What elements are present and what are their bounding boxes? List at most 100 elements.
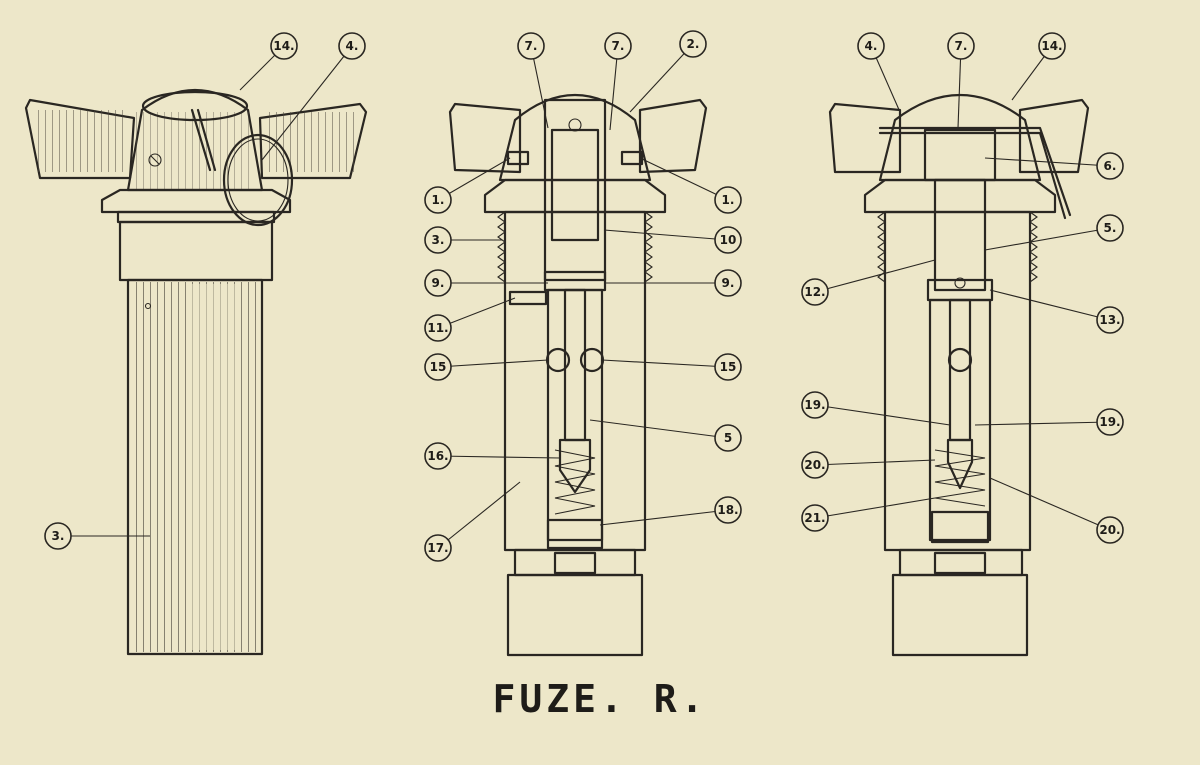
callout-label: 18.	[717, 503, 738, 517]
leader-line	[639, 157, 729, 201]
callout-circle	[424, 534, 452, 562]
callout-label: 5.	[1104, 221, 1117, 235]
callout-label: 6.	[1104, 159, 1117, 173]
callout-label: 15	[430, 360, 447, 374]
left-vane	[24, 98, 136, 180]
callout-label: 16.	[427, 449, 448, 463]
right-vane	[258, 102, 368, 180]
callout-circle	[1096, 306, 1124, 334]
callout-marker: 3.	[424, 226, 452, 254]
leader-line	[530, 45, 549, 129]
callout-circle	[424, 314, 452, 342]
leader-line	[601, 359, 729, 368]
callout-circle	[1096, 214, 1124, 242]
callout-circle	[714, 226, 742, 254]
callout-marker: 2.	[679, 30, 707, 58]
callout-marker: 4.	[857, 32, 885, 60]
callout-label: 14.	[273, 39, 294, 53]
callout-circle	[517, 32, 545, 60]
callout-label: 20.	[804, 458, 825, 472]
leader-line	[437, 455, 561, 459]
callout-circle	[424, 269, 452, 297]
callout-circle	[857, 32, 885, 60]
diagram-title: FUZE. R.	[492, 677, 707, 721]
callout-marker: 9.	[714, 269, 742, 297]
callout-marker: 4.	[338, 32, 366, 60]
callout-marker: 7.	[604, 32, 632, 60]
callout-marker: 21.	[801, 504, 829, 532]
section-view-unarmed	[448, 94, 708, 657]
callouts: 14. 4. 3. 7. 7. 2. 1. 1. 3. 10 9. 9. 11. 15 15 5 16. 18. 1…	[44, 30, 1124, 562]
callout-marker: 7.	[517, 32, 545, 60]
callout-label: 7.	[612, 39, 625, 53]
callout-label: 14.	[1041, 39, 1062, 53]
leader-line	[989, 289, 1111, 321]
callout-label: 17.	[427, 541, 448, 555]
leader-line	[814, 459, 936, 466]
callout-circle	[679, 30, 707, 58]
callout-label: 7.	[525, 39, 538, 53]
leader-line	[589, 419, 729, 439]
callout-circle	[801, 278, 829, 306]
leader-line	[437, 481, 521, 549]
callout-label: 5	[724, 431, 732, 445]
callout-label: 19.	[804, 398, 825, 412]
callout-circle	[270, 32, 298, 60]
callout-circle	[714, 353, 742, 381]
leader-line	[609, 45, 619, 131]
callout-marker: 1.	[424, 186, 452, 214]
callout-label: 9.	[432, 276, 445, 290]
callout-label: 13.	[1099, 313, 1120, 327]
safety-ring	[222, 133, 294, 227]
callout-label: 1.	[722, 193, 735, 207]
callout-marker: 19.	[1096, 408, 1124, 436]
callout-label: 11.	[427, 321, 448, 335]
callout-circle	[714, 269, 742, 297]
callout-circle	[424, 226, 452, 254]
leader-line	[437, 359, 549, 368]
callout-circle	[44, 522, 72, 550]
callout-marker: 7.	[947, 32, 975, 60]
callout-marker: 18.	[714, 496, 742, 524]
leader-line	[261, 45, 353, 161]
callout-circle	[947, 32, 975, 60]
leader-line	[984, 157, 1111, 167]
callout-label: 12.	[804, 285, 825, 299]
callout-label: 15	[720, 360, 737, 374]
callout-label: 4.	[346, 39, 359, 53]
callout-marker: 13.	[1096, 306, 1124, 334]
callout-marker: 9.	[424, 269, 452, 297]
callout-label: 9.	[722, 276, 735, 290]
callout-circle	[1096, 152, 1124, 180]
callout-circle	[714, 424, 742, 452]
exterior-view	[24, 88, 368, 656]
leader-line	[974, 421, 1111, 426]
callout-circle	[714, 496, 742, 524]
callout-circle	[714, 186, 742, 214]
callout-label: 7.	[955, 39, 968, 53]
callout-marker: 15	[714, 353, 742, 381]
callout-circle	[1096, 516, 1124, 544]
callout-marker: 5.	[1096, 214, 1124, 242]
callout-label: 3.	[52, 529, 65, 543]
leader-line	[989, 477, 1111, 531]
callout-circle	[801, 451, 829, 479]
callout-circle	[801, 391, 829, 419]
leader-line	[629, 43, 694, 113]
callout-marker: 5	[714, 424, 742, 452]
callout-circle	[424, 186, 452, 214]
callout-label: 3.	[432, 233, 445, 247]
callout-marker: 10	[714, 226, 742, 254]
callout-marker: 1.	[714, 186, 742, 214]
section-view-armed	[828, 94, 1090, 657]
leader-line	[603, 229, 729, 241]
leader-lines	[58, 43, 1111, 549]
callout-marker: 17.	[424, 534, 452, 562]
leader-line	[814, 404, 951, 426]
callout-label: 19.	[1099, 415, 1120, 429]
leader-line	[814, 497, 936, 519]
callout-marker: 12.	[801, 278, 829, 306]
callout-circle	[424, 442, 452, 470]
callout-label: 20.	[1099, 523, 1120, 537]
